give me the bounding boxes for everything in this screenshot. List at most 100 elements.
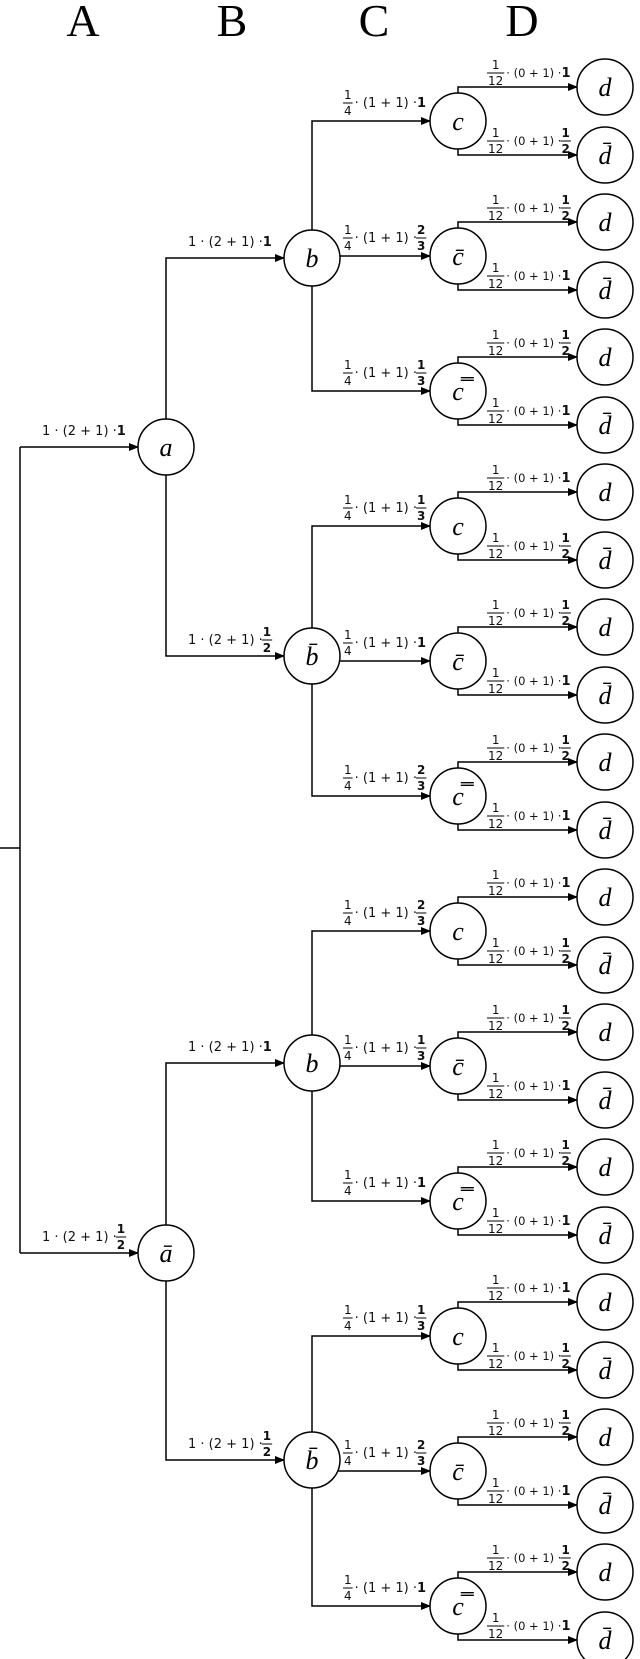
weight-d-7-0-num-0: 1 bbox=[492, 1003, 500, 1017]
node-c-4-label: c̄ bbox=[452, 647, 464, 676]
node-d-1-0: d bbox=[576, 193, 634, 251]
weight-c-2-num-0: 1 bbox=[344, 358, 352, 372]
weight-d-10-0-den-0: 12 bbox=[488, 1424, 503, 1438]
edge-b-c-6 bbox=[311, 927, 431, 1035]
weight-c-6-den-0: 4 bbox=[344, 914, 352, 928]
weight-d-5-0-num-0: 1 bbox=[492, 733, 500, 747]
node-d-3-0: d bbox=[576, 463, 634, 521]
weight-d-6-1-text-1: · (0 + 1) · bbox=[506, 944, 561, 958]
weight-d-10-1-text-2: 1 bbox=[561, 1484, 570, 1499]
node-d-5-0-label: d bbox=[599, 748, 613, 777]
weight-c-9-text-1: · (1 + 1) · bbox=[355, 1311, 417, 1326]
weight-d-6-0-den-0: 12 bbox=[488, 884, 503, 898]
weight-c-0-text-1: · (1 + 1) · bbox=[355, 96, 417, 111]
node-d-6-1: d̄ bbox=[576, 936, 634, 994]
node-d-7-0-circle bbox=[576, 1003, 634, 1061]
weight-c-1-num-2: 2 bbox=[417, 223, 425, 237]
node-c-4-circle bbox=[429, 632, 487, 690]
weight-c-10-den-2: 3 bbox=[417, 1454, 425, 1468]
weight-a-1: 1 · (2 + 1) · 12 bbox=[42, 1222, 127, 1252]
weight-c-2-den-0: 4 bbox=[344, 374, 352, 388]
node-d-5-0-circle bbox=[576, 733, 634, 791]
weight-d-5-0-text-1: · (0 + 1) · bbox=[506, 741, 561, 755]
node-b-2-circle bbox=[283, 1034, 341, 1092]
weight-c-7-den-2: 3 bbox=[417, 1049, 425, 1063]
node-b-0-circle bbox=[283, 229, 341, 287]
node-c-2: c̿ bbox=[429, 362, 487, 420]
weight-c-3-num-2: 1 bbox=[417, 493, 425, 507]
node-c-11: c̿ bbox=[429, 1577, 487, 1635]
node-d-8-1-circle bbox=[576, 1206, 634, 1264]
node-c-6-label: c bbox=[452, 917, 464, 946]
column-header-d: D bbox=[505, 0, 538, 46]
node-c-7-circle bbox=[429, 1037, 487, 1095]
node-a-0-label: a bbox=[160, 433, 173, 462]
weight-d-3-1-den-2: 2 bbox=[561, 547, 569, 561]
node-d-11-0-label: d bbox=[599, 1558, 613, 1587]
weight-c-1-text-1: · (1 + 1) · bbox=[355, 231, 417, 246]
node-c-9: c bbox=[429, 1307, 487, 1365]
weight-d-5-1-text-1: · (0 + 1) · bbox=[506, 809, 561, 823]
weight-c-11-num-0: 1 bbox=[344, 1573, 352, 1587]
column-header-c: C bbox=[359, 0, 390, 46]
edge-a0-b0 bbox=[165, 254, 285, 419]
node-d-9-0: d bbox=[576, 1273, 634, 1331]
weight-c-10: 14 · (1 + 1) · 23 bbox=[343, 1438, 427, 1468]
weight-d-8-1-text-1: · (0 + 1) · bbox=[506, 1214, 561, 1228]
weight-c-2-den-2: 3 bbox=[417, 374, 425, 388]
node-d-0-0-label: d bbox=[599, 73, 613, 102]
node-d-5-1: d̄ bbox=[576, 801, 634, 859]
weight-d-0-0: 112 · (0 + 1) · 1 bbox=[487, 58, 571, 88]
node-c-9-circle bbox=[429, 1307, 487, 1365]
edge-c0-d1 bbox=[457, 149, 578, 159]
weight-d-10-1-num-0: 1 bbox=[492, 1476, 500, 1490]
weight-c-3-den-2: 3 bbox=[417, 509, 425, 523]
node-c-5: c̿ bbox=[429, 767, 487, 825]
weight-c-4: 14 · (1 + 1) · 1 bbox=[343, 628, 426, 658]
node-c-10-label: c̄ bbox=[452, 1457, 464, 1486]
weight-b-0: 1 · (2 + 1) · 1 bbox=[188, 235, 272, 250]
edge-c2-d1 bbox=[457, 419, 578, 429]
edge-c1-d0 bbox=[457, 218, 578, 228]
weight-c-0-num-0: 1 bbox=[344, 88, 352, 102]
weight-d-6-0: 112 · (0 + 1) · 1 bbox=[487, 868, 571, 898]
edge-a1-b0 bbox=[165, 1059, 285, 1225]
weight-d-1-1-den-0: 12 bbox=[488, 277, 503, 291]
weight-d-7-0-den-2: 2 bbox=[561, 1019, 569, 1033]
weight-d-2-0-num-0: 1 bbox=[492, 328, 500, 342]
weight-d-9-0-text-1: · (0 + 1) · bbox=[506, 1281, 561, 1295]
weight-d-11-0-den-2: 2 bbox=[561, 1559, 569, 1573]
weight-c-6-den-2: 3 bbox=[417, 914, 425, 928]
weight-d-10-0: 112 · (0 + 1) · 12 bbox=[487, 1408, 571, 1438]
weight-d-9-0-den-0: 12 bbox=[488, 1289, 503, 1303]
weight-d-3-0-den-0: 12 bbox=[488, 479, 503, 493]
node-d-7-0-label: d bbox=[599, 1018, 613, 1047]
node-c-7-label: c̄ bbox=[452, 1052, 464, 1081]
node-d-4-0: d bbox=[576, 598, 634, 656]
node-d-0-1-circle bbox=[576, 126, 634, 184]
node-d-8-1: d̄ bbox=[576, 1206, 634, 1264]
weight-b-0-text-0: 1 · (2 + 1) · bbox=[188, 235, 263, 250]
weight-d-0-1-text-1: · (0 + 1) · bbox=[506, 134, 561, 148]
node-a-1-label: ā bbox=[160, 1239, 173, 1268]
node-a-0: a bbox=[137, 418, 195, 476]
edge-c5-d0 bbox=[457, 758, 578, 768]
weight-d-4-1-text-2: 1 bbox=[561, 674, 570, 689]
node-d-4-1-label: d̄ bbox=[599, 681, 613, 710]
weight-c-9: 14 · (1 + 1) · 13 bbox=[343, 1303, 427, 1333]
weight-d-4-0-text-1: · (0 + 1) · bbox=[506, 606, 561, 620]
node-c-4: c̄ bbox=[429, 632, 487, 690]
node-d-10-0: d bbox=[576, 1408, 634, 1466]
weight-c-0: 14 · (1 + 1) · 1 bbox=[343, 88, 426, 118]
edge-a1-b1 bbox=[165, 1281, 285, 1464]
column-header-a: A bbox=[66, 0, 99, 46]
node-c-2-circle bbox=[429, 362, 487, 420]
weight-d-3-0-text-1: · (0 + 1) · bbox=[506, 471, 561, 485]
node-b-1-circle bbox=[283, 627, 341, 685]
edge-a0-b1 bbox=[165, 475, 285, 660]
weight-d-4-0-num-2: 1 bbox=[561, 598, 569, 612]
node-c-7: c̄ bbox=[429, 1037, 487, 1095]
node-c-1-circle bbox=[429, 227, 487, 285]
weight-b-3-text-0: 1 · (2 + 1) · bbox=[188, 1437, 263, 1452]
weight-d-9-1-text-1: · (0 + 1) · bbox=[506, 1349, 561, 1363]
